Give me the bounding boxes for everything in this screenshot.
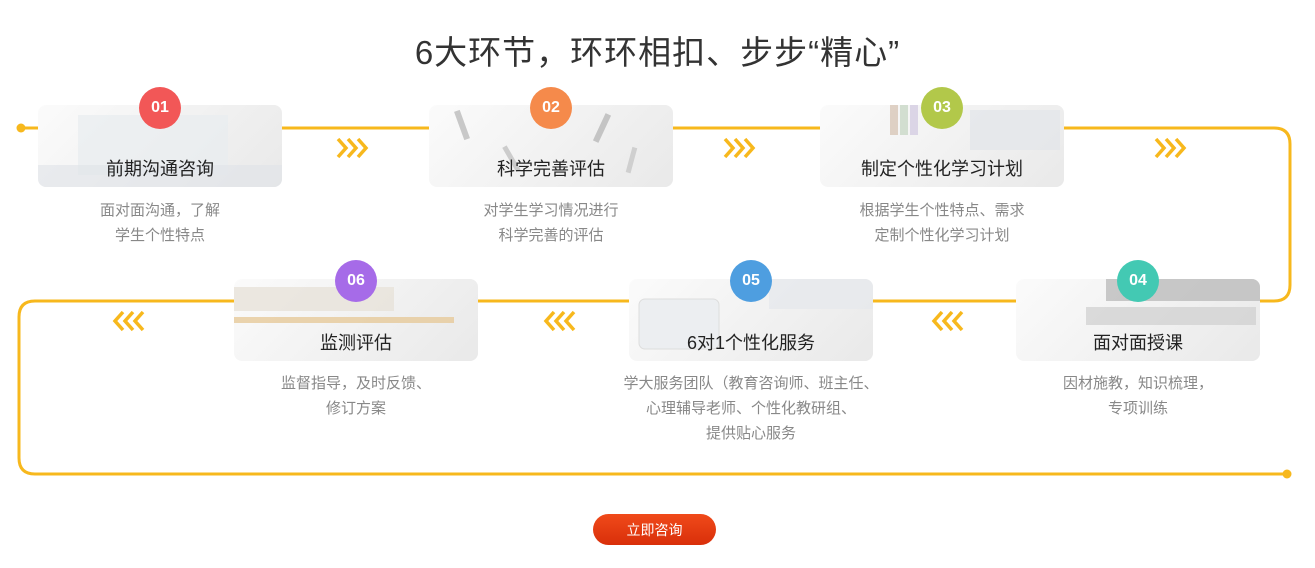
step-number-badge-4: 04 [1117,260,1159,302]
step-title-5: 6对1个性化服务 [686,333,816,353]
step-description-4: 因材施教，知识梳理，专项训练 [1062,375,1213,417]
page-title: 6大环节，环环相扣、步步“精心” [414,34,901,71]
step-card-4: 面对面授课 [1016,279,1260,361]
step-title-1: 前期沟通咨询 [106,159,214,179]
chevron-right-icon [723,137,756,159]
step-photo-2 [454,109,638,174]
consult-now-button[interactable]: 立即咨询 [593,514,716,545]
chevron-right-icon [336,137,369,159]
step-title-6: 监测评估 [320,333,392,353]
step-description-1: 面对面沟通，了解学生个性特点 [99,202,220,244]
step-number-badge-6: 06 [335,260,377,302]
step-description-6: 监督指导，及时反馈、修订方案 [280,375,431,417]
step-title-2: 科学完善评估 [497,159,605,179]
step-title-4: 面对面授课 [1093,333,1183,353]
chevron-left-icon [931,310,964,332]
step-photo-1 [38,115,282,187]
step-number-badge-5: 05 [730,260,772,302]
step-description-3: 根据学生个性特点、需求定制个性化学习计划 [859,202,1025,244]
step-title-3: 制定个性化学习计划 [861,159,1023,179]
step-number-badge-3: 03 [921,87,963,129]
step-description-2: 对学生学习情况进行科学完善的评估 [483,202,619,244]
step-number-badge-2: 02 [530,87,572,129]
step-photo-5 [638,279,873,350]
chevron-left-icon [543,310,576,332]
step-number-badge-1: 01 [139,87,181,129]
chevron-left-icon [112,310,145,332]
step-description-5: 学大服务团队（教育咨询师、班主任、心理辅导老师、个性化教研组、提供贴心服务 [623,375,879,442]
chevron-right-icon [1154,137,1187,159]
step-photo-3 [890,105,1060,150]
